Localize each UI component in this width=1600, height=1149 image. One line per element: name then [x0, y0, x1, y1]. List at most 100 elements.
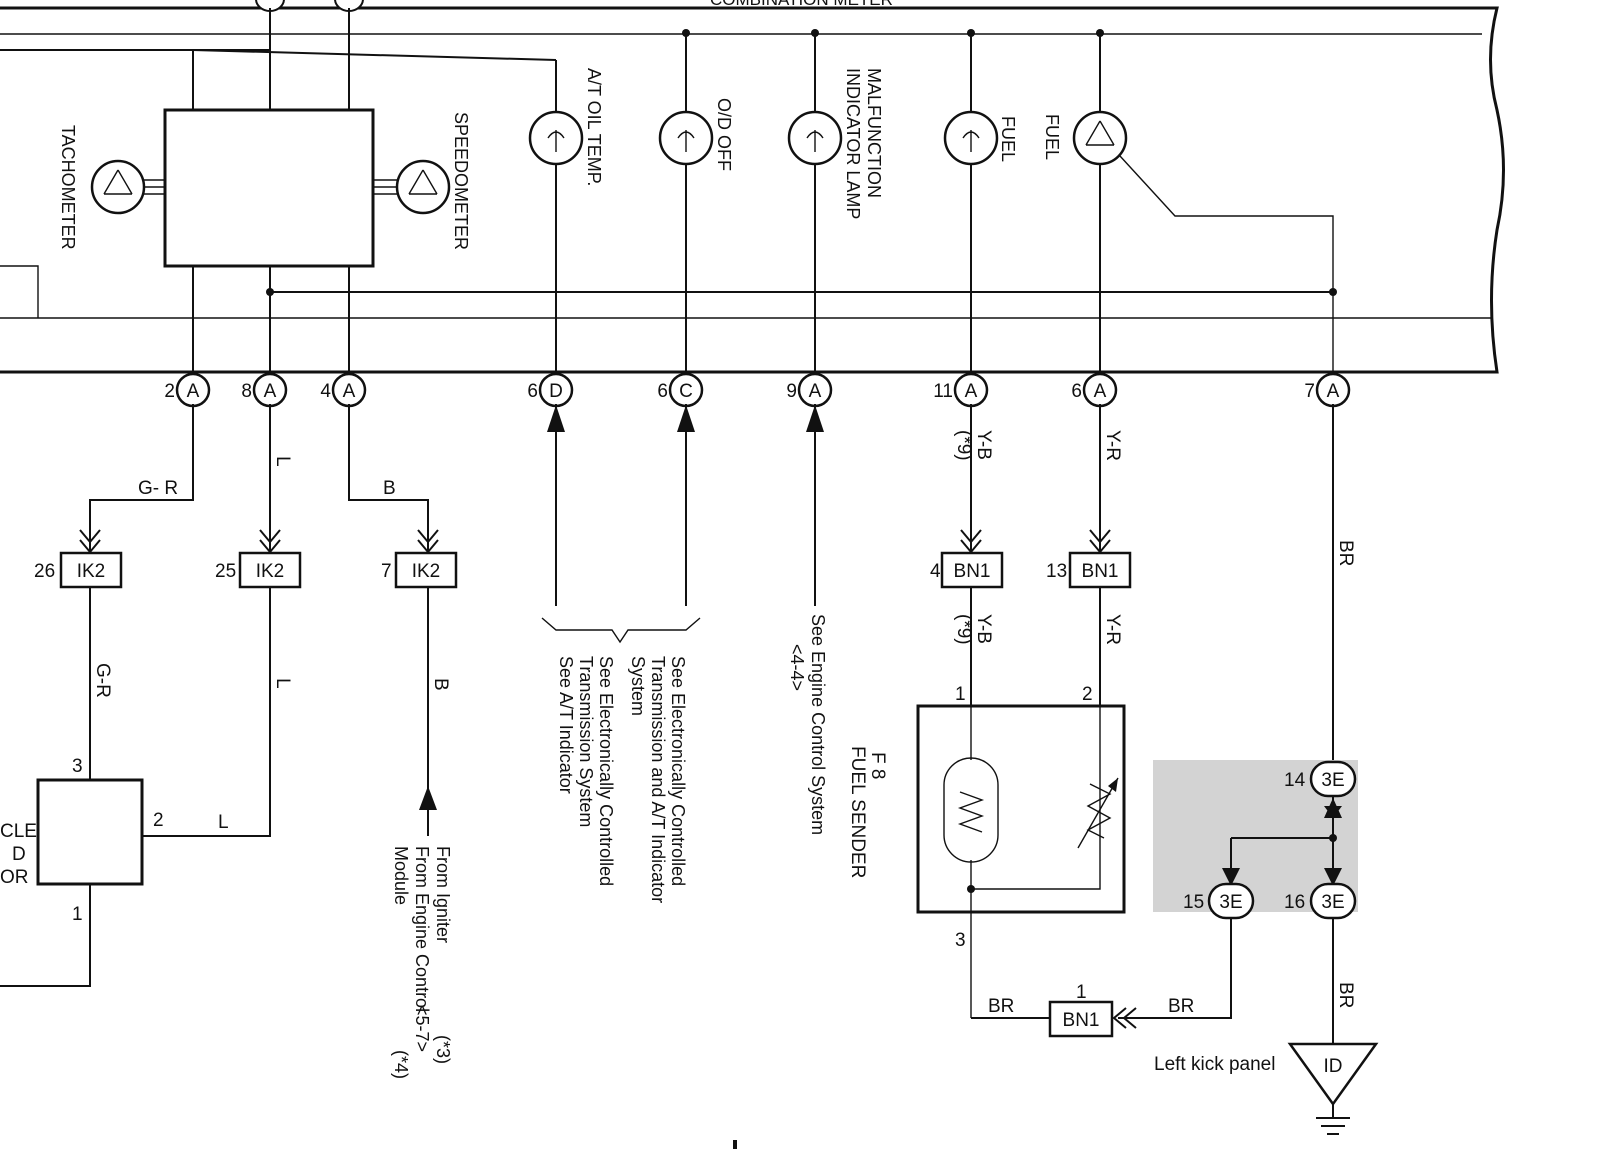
fuel-sender-pin-2: 2: [1082, 684, 1093, 705]
meter-pin-connector: A: [264, 381, 277, 402]
at-note-1: See Electronically Controlled: [668, 656, 688, 886]
wire-br-meter: BR: [1332, 404, 1356, 762]
speedometer-label: SPEEDOMETER: [451, 112, 471, 250]
ik2-junction-7: IK2 7: [381, 529, 458, 589]
wire-color-yb: Y-B: [973, 430, 994, 460]
fuel-sender-name: FUEL SENDER: [847, 746, 868, 878]
wire-br-sender: BR BR BN1 1: [971, 914, 1232, 1038]
wire-color-br-meter: BR: [1335, 540, 1356, 566]
meter-pin-connector: D: [549, 381, 563, 402]
meter-pin: A7: [1304, 372, 1351, 408]
3e-pin: 16: [1284, 892, 1305, 913]
arrow-up-icon: [547, 405, 565, 432]
ground-location: Left kick panel: [1154, 1054, 1275, 1075]
bn1-junction-4: BN1 4: [930, 529, 1004, 589]
at-oil-temp-label: A/T OIL TEMP.: [584, 68, 604, 186]
vehicle-speed-sensor: CLE D OR 3 2 1: [0, 756, 164, 987]
wire-yr: Y-R Y-R: [1099, 404, 1123, 706]
fuel-gauge: FUEL: [1042, 29, 1334, 372]
bn1-pin: 4: [930, 561, 941, 582]
tachometer-label: TACHOMETER: [58, 125, 78, 250]
engine-control-reference: See Engine Control System <4-4>: [787, 404, 828, 835]
mil-label-line1: MALFUNCTION: [864, 68, 884, 198]
wire-l: L L L: [143, 404, 293, 837]
fuel-sender: F 8 FUEL SENDER 1 2 3: [847, 684, 1126, 1018]
meter-pin: A8: [241, 372, 288, 408]
bn1-pin: 1: [1076, 982, 1087, 1003]
ik2-label: IK2: [256, 561, 285, 582]
wire-note-9-lower: (*9): [953, 614, 974, 645]
meter-pin: A6: [1071, 372, 1118, 408]
wire-color-br: BR: [1168, 996, 1194, 1017]
meter-pin-connector: C: [679, 381, 693, 402]
wire-color-gr-lower: G-R: [92, 663, 113, 698]
arrow-up-icon: [677, 405, 695, 432]
at-oil-temp-lamp: A/T OIL TEMP.: [528, 60, 604, 372]
ik2-label: IK2: [412, 561, 441, 582]
meter-pin-connector: A: [809, 381, 822, 402]
meter-pin-number: 6: [527, 381, 538, 402]
at-system-references: See Electronically Controlled Transmissi…: [541, 404, 701, 903]
igniter-ref-4: (*4): [391, 1050, 411, 1079]
ik2-junctions: IK2 26 IK2 25 IK2 7: [34, 529, 458, 589]
meter-pin-number: 11: [933, 381, 953, 402]
fuel-sender-pin-1: 1: [955, 684, 966, 705]
meter-pin: C6: [657, 372, 704, 408]
at-note-4: See Electronically Controlled: [596, 656, 616, 886]
3e-pin: 15: [1183, 892, 1204, 913]
igniter-line3: Module: [391, 846, 411, 905]
wire-color-b: B: [383, 478, 396, 499]
wire-color-br-ground: BR: [1335, 982, 1356, 1008]
junction-dot: [266, 288, 274, 296]
meter-pin: D6: [527, 372, 574, 408]
vss-label-line3: OR: [0, 867, 29, 888]
3e-label: 3E: [1321, 770, 1344, 791]
meter-pin-number: 9: [786, 381, 797, 402]
mil-label-line2: INDICATOR LAMP: [843, 68, 863, 219]
3e-pin: 14: [1284, 770, 1306, 791]
fuel-warning-label: FUEL: [998, 116, 1018, 162]
vss-label-line1: CLE: [0, 821, 37, 842]
speedometer-gauge: SPEEDOMETER: [373, 112, 471, 250]
vss-pin-1: 1: [72, 904, 83, 925]
bn1-junction-13: BN1 13: [1046, 529, 1132, 589]
meter-pin-connector: A: [1094, 381, 1107, 402]
meter-pin-number: 4: [320, 381, 331, 402]
ik2-pin: 7: [381, 561, 392, 582]
bn1-pin: 13: [1046, 561, 1067, 582]
ik2-pin: 26: [34, 561, 55, 582]
ik2-label: IK2: [77, 561, 106, 582]
ground-point: BR ID Left kick panel: [1154, 918, 1379, 1135]
fuel-gauge-label: FUEL: [1042, 114, 1062, 160]
inner-wire-left: [0, 265, 39, 318]
igniter-line2: From Engine Control: [412, 846, 432, 1012]
gauge-driver-box: [163, 8, 375, 372]
ik2-junction-26: IK2 26: [34, 529, 123, 589]
fuel-sender-pin-3: 3: [955, 930, 966, 951]
meter-pin-connector: A: [1327, 381, 1340, 402]
arrow-up-icon: [419, 786, 437, 810]
engine-control-line1: See Engine Control System: [808, 614, 828, 835]
wire-b: B B: [348, 404, 451, 836]
arrow-up-icon: [806, 405, 824, 432]
wire-color-l: L: [272, 456, 293, 467]
at-note-6: See A/T Indicator: [556, 656, 576, 794]
igniter-ref-3: (*3): [433, 1035, 453, 1064]
meter-pin-number: 6: [1071, 381, 1082, 402]
fuel-sender-code: F 8: [867, 752, 888, 779]
engine-control-line2: <4-4>: [787, 644, 807, 691]
wire-gr: G- R G-R: [89, 404, 194, 780]
meter-pin: A9: [786, 372, 833, 408]
od-off-label: O/D OFF: [714, 98, 734, 171]
meter-pin-connector: A: [343, 381, 356, 402]
at-note-2: Transmission and A/T Indicator: [648, 656, 668, 903]
vss-pin-2: 2: [153, 810, 164, 831]
meter-pin: A2: [164, 372, 211, 408]
wire-color-gr: G- R: [138, 478, 178, 499]
igniter-note: From Igniter From Engine Control Module …: [391, 846, 453, 1079]
igniter-ref-page: <5-7>: [412, 1005, 432, 1052]
wire-yb: Y-B (*9) Y-B (*9): [953, 404, 994, 706]
meter-pin: A4: [320, 372, 367, 408]
3e-label: 3E: [1219, 892, 1242, 913]
